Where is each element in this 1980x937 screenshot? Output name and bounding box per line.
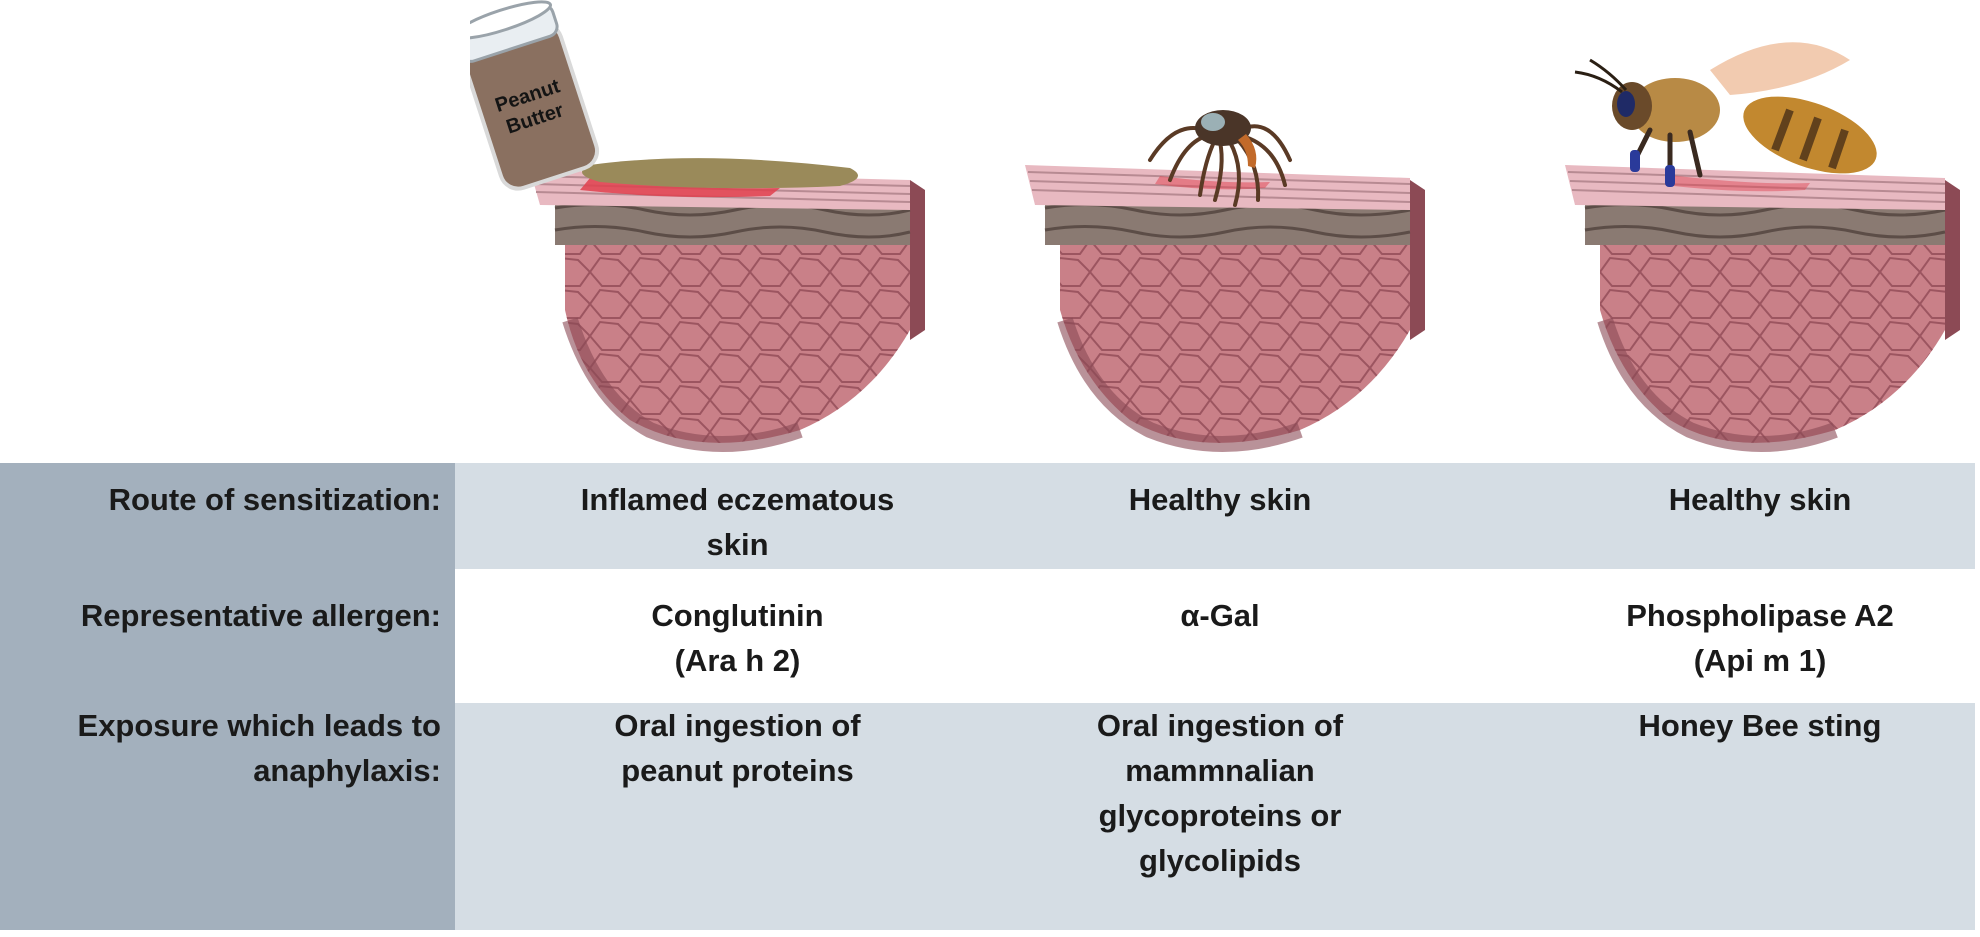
row-header-text: Representative allergen: [80,598,441,633]
illustrations: Peanut Butter [0,0,1980,465]
cell-text: glycolipids [1139,843,1301,878]
cell-text: Phospholipase A2 [1626,598,1894,633]
cell-text: mammnalian [1125,753,1315,788]
cell-exposure-tick: Oral ingestion of mammnalian glycoprotei… [1000,703,1440,883]
cell-text: (Api m 1) [1693,643,1827,678]
cell-text: Oral ingestion of [614,708,861,743]
row-band [455,569,1975,703]
table-row-exposure: Exposure which leads to anaphylaxis: Ora… [0,703,1975,930]
row-header-exposure: Exposure which leads to anaphylaxis: [0,703,455,930]
table-row-route-of-sensitization: Route of sensitization: Inflamed eczemat… [0,463,1975,569]
cell-text: α-Gal [1180,598,1260,633]
cell-allergen-peanut: Conglutinin (Ara h 2) [520,593,955,683]
cell-route-bee: Healthy skin [1540,477,1980,522]
row-header-text: Exposure which leads to [77,708,441,743]
cell-text: Oral ingestion of [1096,708,1344,743]
cell-text: peanut proteins [621,753,854,788]
cell-text: Honey Bee sting [1638,708,1882,743]
cell-text: Healthy skin [1668,482,1852,517]
row-header-text: anaphylaxis: [253,753,441,788]
cell-text: (Ara h 2) [674,643,801,678]
cell-text: glycoproteins or [1098,798,1342,833]
cell-text: Healthy skin [1128,482,1312,517]
cell-route-peanut: Inflamed eczematous skin [520,477,955,567]
cell-text: skin [706,527,769,562]
cell-text: Inflamed eczematous [580,482,895,517]
row-band [455,463,1975,569]
cell-text: Conglutinin [651,598,824,633]
row-header-allergen: Representative allergen: [0,569,455,703]
skin-diagram-tick [1025,110,1425,452]
comparison-table: Route of sensitization: Inflamed eczemat… [0,463,1975,930]
cell-allergen-bee: Phospholipase A2 (Api m 1) [1540,593,1980,683]
tick-icon [1148,110,1292,207]
table-row-representative-allergen: Representative allergen: Conglutinin (Ar… [0,569,1975,703]
cell-route-tick: Healthy skin [1000,477,1440,522]
row-band [455,703,1975,930]
cell-allergen-tick: α-Gal [1000,593,1440,638]
row-header-route: Route of sensitization: [0,463,455,569]
skin-diagram-bee [1565,42,1960,452]
honey-bee-icon [1574,42,1877,187]
skin-diagram-peanut: Peanut Butter [470,0,925,452]
row-header-text: Route of sensitization: [108,482,441,517]
cell-exposure-peanut: Oral ingestion of peanut proteins [520,703,955,793]
cell-exposure-bee: Honey Bee sting [1540,703,1980,748]
